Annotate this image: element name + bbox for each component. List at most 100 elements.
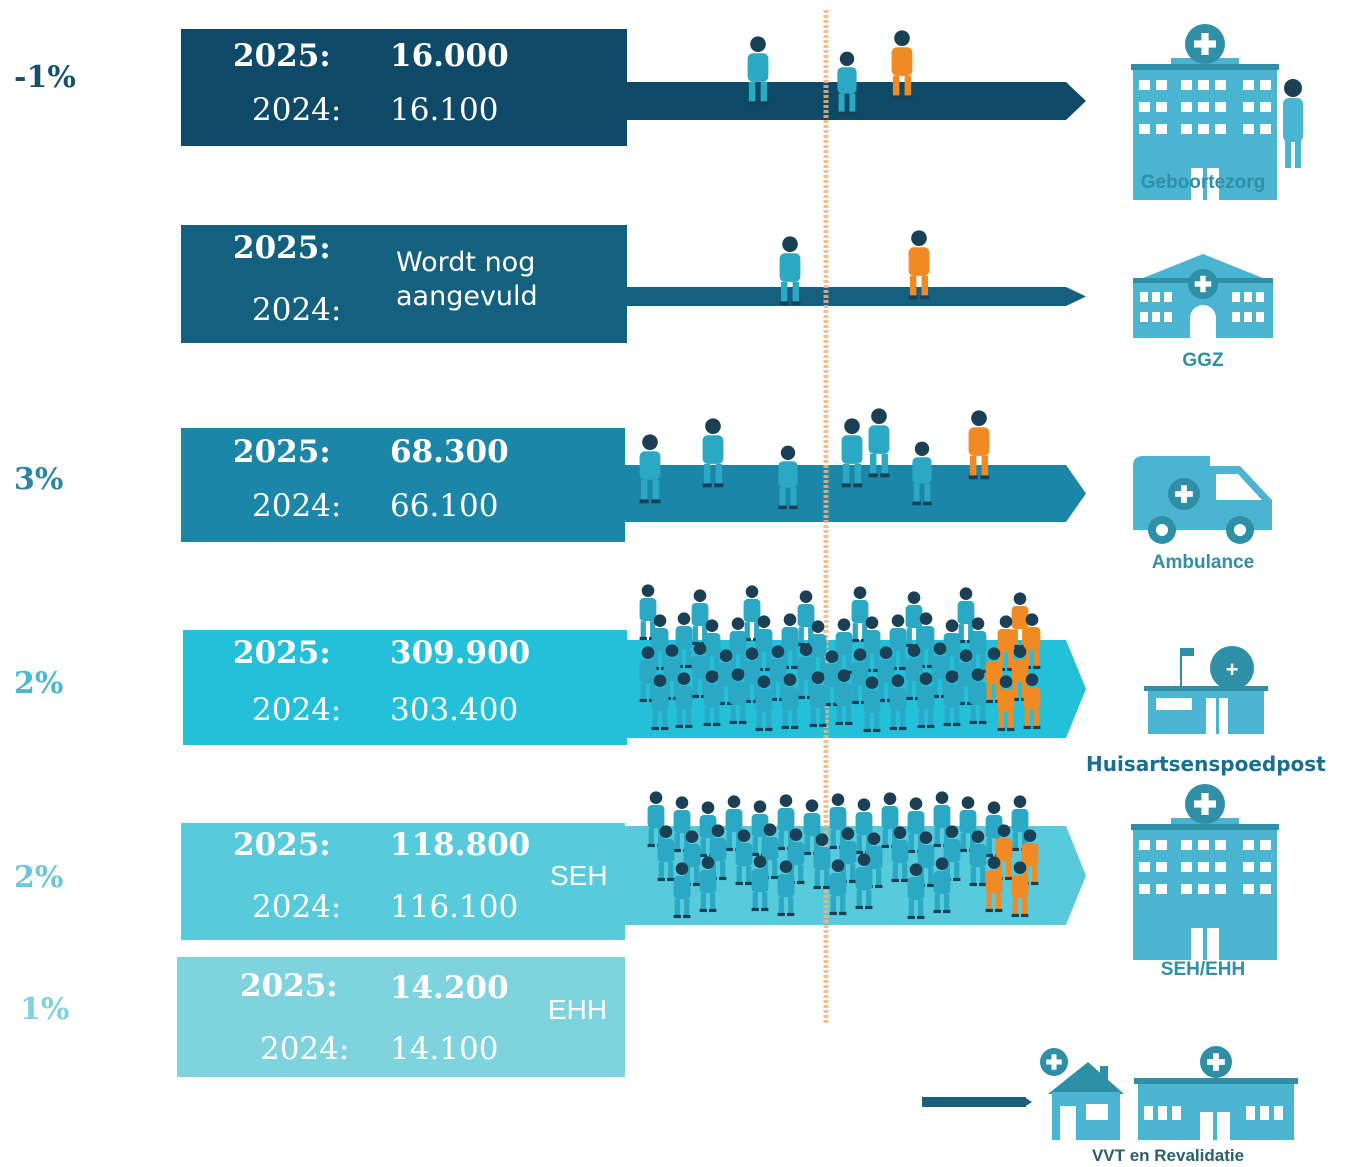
person-icon (891, 826, 909, 883)
year-2025-label: 2025: (233, 827, 331, 863)
gp-post-icon: + (1144, 646, 1268, 734)
person-icon (778, 445, 798, 510)
year-2024-label: 2024: (252, 92, 342, 128)
destination-seh-ehh: SEH/EHH (1160, 959, 1246, 980)
person-icon (675, 672, 693, 729)
stat-box-seh (181, 823, 625, 940)
person-icon (889, 614, 907, 671)
person-icon (747, 36, 769, 106)
stat-box-ehh (177, 957, 625, 1077)
stat-box-ambulance (181, 428, 625, 542)
percent-change: 3% (14, 462, 64, 497)
person-icon (809, 620, 827, 677)
person-icon (968, 410, 990, 480)
year-2024-label: 2024: (252, 292, 342, 328)
ambulance-icon (1133, 456, 1272, 544)
person-icon (917, 672, 935, 729)
person-icon (781, 673, 799, 730)
person-icon (969, 830, 987, 887)
person-icon (813, 833, 831, 890)
person-icon (809, 671, 827, 728)
value-2025: 68.300 (390, 434, 509, 470)
destination-ggz: GGZ (1182, 350, 1224, 371)
person-icon (943, 670, 961, 727)
value-2024: 116.100 (390, 889, 519, 925)
person-icon (877, 646, 895, 703)
destination-geboortezorg: Geboortezorg (1140, 172, 1266, 193)
person-icon (761, 823, 779, 880)
person-icon (912, 441, 932, 506)
person-icon (905, 644, 923, 701)
person-icon (777, 860, 795, 917)
value-2025: 118.800 (390, 827, 531, 863)
year-2025-label: 2025: (233, 38, 331, 74)
destination-ambulance: Ambulance (1151, 552, 1255, 573)
person-icon (755, 675, 773, 732)
person-icon (755, 615, 773, 672)
person-icon (709, 824, 727, 881)
person-icon (657, 825, 675, 882)
seh-tag: SEH (550, 860, 608, 891)
value-2024: 66.100 (390, 488, 499, 524)
person-icon (1011, 861, 1029, 918)
person-icon (881, 792, 899, 849)
stat-box-ggz (181, 225, 627, 343)
flow-arrow (620, 465, 1086, 522)
person-icon (781, 613, 799, 670)
value-2024: 14.100 (390, 1031, 499, 1067)
building-layer: + (1040, 24, 1303, 1140)
ehh-tag: EHH (548, 994, 608, 1025)
value-2024: 303.400 (390, 692, 519, 728)
person-icon (868, 408, 890, 478)
person-icon (673, 862, 691, 919)
value-2025: 16.000 (390, 38, 509, 74)
svg-text:+: + (1226, 657, 1239, 682)
person-icon (1023, 673, 1041, 730)
person-icon (933, 857, 951, 914)
person-icon (777, 794, 795, 851)
destination-vvt-revalidatie: VVT en Revalidatie (1091, 1146, 1245, 1165)
year-2025-label: 2025: (233, 230, 331, 266)
year-2025-label: 2025: (233, 434, 331, 470)
person-icon (703, 670, 721, 727)
hospital-icon (1131, 784, 1279, 960)
person-icon (855, 853, 873, 910)
flow-arrow-head (1024, 1097, 1032, 1107)
people-layer (639, 30, 1041, 920)
person-icon (907, 863, 925, 920)
flow-arrow (620, 287, 1086, 306)
person-icon (779, 236, 801, 306)
person-icon (787, 828, 805, 885)
percent-change: 1% (20, 992, 70, 1027)
person-icon (889, 674, 907, 731)
person-icon (995, 824, 1013, 881)
destination-huisartsenspoedpost: Huisartsenspoedpost (1086, 752, 1326, 776)
person-icon (729, 668, 747, 725)
person-icon (841, 418, 863, 488)
value-2024: 16.100 (390, 92, 499, 128)
person-icon (908, 230, 930, 300)
person-icon (839, 827, 857, 884)
year-2024-label: 2024: (260, 1031, 350, 1067)
person-icon (985, 856, 1003, 913)
person-icon (725, 795, 743, 852)
person-icon (959, 796, 977, 853)
year-2025-label: 2025: (240, 968, 338, 1004)
person-icon (891, 30, 913, 100)
value-2025: 14.200 (390, 970, 509, 1006)
year-2024-label: 2024: (252, 488, 342, 524)
person-icon (829, 793, 847, 850)
flow-arrow (922, 1097, 1026, 1107)
value-2025: 309.900 (390, 635, 531, 671)
person-icon (651, 674, 669, 731)
person-icon (969, 668, 987, 725)
percent-change: 2% (14, 860, 64, 895)
person-icon (683, 830, 701, 887)
year-2025-label: 2025: (233, 635, 331, 671)
percent-change: 2% (14, 666, 64, 701)
person-icon (837, 51, 857, 116)
stat-box-geboortezorg (181, 29, 627, 146)
hospital-icon (1131, 24, 1303, 200)
